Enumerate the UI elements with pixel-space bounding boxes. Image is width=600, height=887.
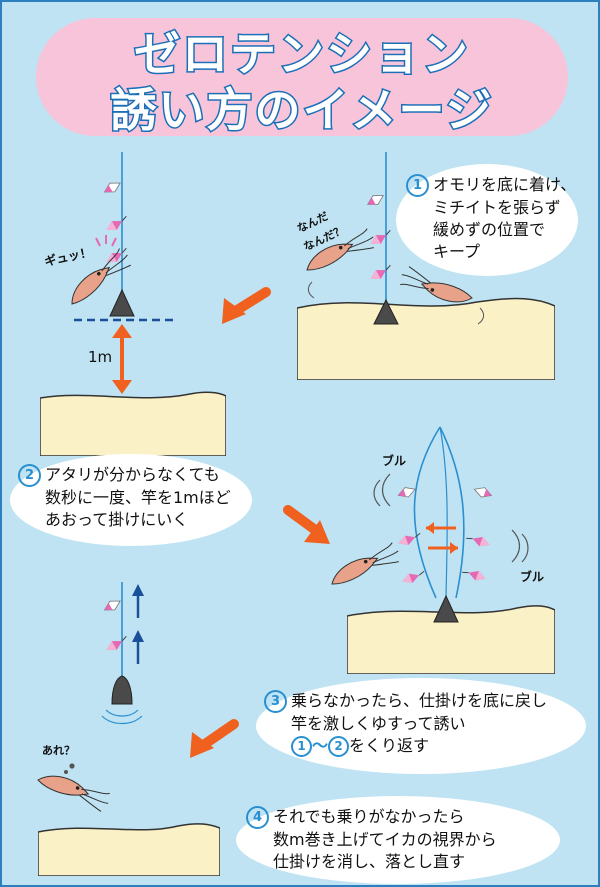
squid-step1-right — [397, 264, 476, 310]
step4-line3: 仕掛けを消し、落とし直す — [273, 852, 466, 871]
step1-line2: ミチイトを張らず — [433, 198, 561, 217]
step1-line1: オモリを底に着け、 — [433, 175, 577, 194]
step3-ref-2: 2 — [328, 736, 350, 757]
step3-line3-suffix: をくり返す — [349, 736, 430, 755]
step4-line1: それでも乗りがなかったら — [273, 807, 465, 826]
title-line-1: ゼロテンション — [133, 26, 470, 83]
step2-line3: あおって掛けにいく — [45, 510, 189, 529]
caption-bubble-step4 — [236, 796, 560, 884]
step4-line2: 数m巻き上げてイカの視界から — [273, 830, 497, 849]
seabed-step4 — [38, 820, 220, 876]
step3-illustration — [326, 426, 529, 623]
step2-number: 2 — [18, 464, 41, 487]
step1-line3: 緩めずの位置で — [433, 220, 546, 239]
title-line-2: 誘い方のイメージ — [109, 82, 494, 139]
label-buru-right: ブル — [520, 570, 545, 584]
step3-tilde: ～ — [312, 736, 329, 755]
step4-number: 4 — [246, 806, 269, 829]
step3-ref-1: 1 — [291, 736, 312, 757]
title-banner — [36, 18, 568, 136]
step2-line2: 数秒に一度、竿を1mほど — [45, 488, 231, 507]
step3-line2: 竿を激しくゆすって誘い — [291, 714, 466, 733]
label-distance: 1m — [88, 348, 113, 366]
seabed-step2 — [40, 388, 226, 456]
step3-line1: 乗らなかったら、仕掛けを底に戻し — [291, 691, 548, 710]
step1-line4: キープ — [433, 242, 481, 261]
arrow-3-to-4 — [190, 719, 239, 758]
squid-step4 — [34, 768, 113, 814]
squid-step3 — [326, 541, 403, 592]
seabed-step1 — [297, 294, 555, 380]
step2-line1: アタリが分からなくても — [45, 465, 220, 484]
step2-illustration — [63, 152, 178, 394]
label-are: あれ？ — [42, 744, 75, 757]
arrow-2-to-3 — [283, 505, 330, 544]
step3-number: 3 — [264, 690, 287, 713]
label-buru-left: ブル — [382, 454, 407, 468]
step4-illustration — [34, 763, 113, 814]
arrow-1-to-2 — [222, 287, 271, 324]
caption-bubble-step2 — [10, 454, 252, 546]
seabed-step3 — [347, 602, 555, 674]
step1-illustration — [301, 152, 485, 325]
step3-left-illustration — [101, 582, 144, 725]
caption-bubble-step3 — [256, 678, 586, 774]
step1-number: 1 — [406, 174, 429, 197]
